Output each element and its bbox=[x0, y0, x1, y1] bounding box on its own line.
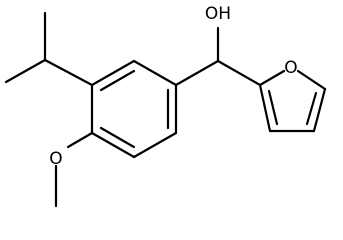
bond bbox=[90, 59, 136, 87]
bond bbox=[305, 91, 318, 126]
furan-oxygen-label: O bbox=[284, 58, 297, 78]
bond bbox=[99, 69, 136, 92]
bond bbox=[296, 69, 327, 91]
bond bbox=[132, 131, 178, 159]
carbinol-group: OH bbox=[174, 4, 262, 87]
bond bbox=[43, 58, 94, 87]
isopropyl-group bbox=[4, 11, 94, 87]
bond bbox=[216, 59, 262, 87]
bond bbox=[132, 59, 178, 87]
methoxy-oxygen-label: O bbox=[49, 149, 62, 169]
furan-ring: O bbox=[258, 58, 327, 133]
bond bbox=[99, 126, 136, 149]
methoxy-group: O bbox=[49, 131, 94, 208]
bond bbox=[90, 131, 136, 159]
bond bbox=[312, 87, 327, 133]
bond bbox=[174, 59, 220, 87]
bond bbox=[258, 83, 272, 133]
chemical-structure-diagram: O OH O bbox=[4, 4, 327, 208]
benzene-ring bbox=[90, 59, 178, 159]
bond bbox=[4, 58, 47, 84]
bond bbox=[267, 89, 279, 126]
hydroxyl-label: OH bbox=[205, 4, 231, 24]
bond bbox=[66, 131, 94, 149]
bond bbox=[258, 69, 286, 87]
molecule-canvas: O OH O bbox=[4, 4, 327, 208]
